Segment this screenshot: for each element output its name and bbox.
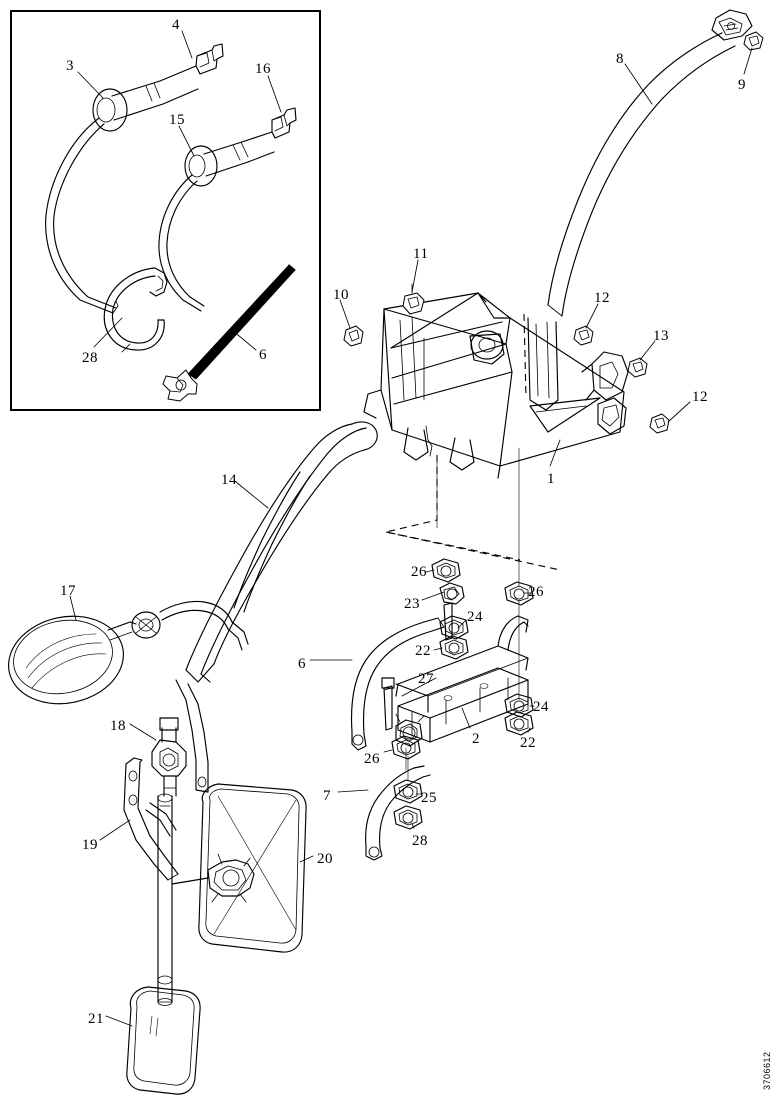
callout-12-upper: 12 [594, 290, 610, 306]
callout-4: 4 [172, 17, 180, 33]
fastener-stack-lower-right [504, 693, 534, 736]
inset-part-15-cable [158, 107, 297, 312]
inset-part-3-cable [45, 43, 224, 314]
part-27-pin [381, 677, 395, 731]
callout-26-c: 26 [364, 751, 380, 767]
inset-panel-border [10, 10, 321, 411]
callout-6-main: 6 [298, 656, 306, 672]
inset-part-6-rod [162, 264, 296, 402]
mast-base-plate [523, 313, 559, 411]
callout-12-lower: 12 [692, 389, 708, 405]
callout-18: 18 [110, 718, 126, 734]
part-2-lower-rail [395, 615, 529, 743]
callout-22-b: 22 [520, 735, 536, 751]
callout-26-b: 26 [528, 584, 544, 600]
callout-24-a: 24 [467, 609, 483, 625]
callout-13: 13 [653, 328, 669, 344]
leader-lines [69, 30, 753, 1027]
part-20-main-mirror [171, 783, 307, 953]
part-11-top-fastener [402, 283, 425, 315]
part-13-right-mount [581, 351, 670, 435]
callout-24-b: 24 [533, 699, 549, 715]
part-19-stay-bracket [123, 757, 179, 881]
part-1-main-bracket [363, 292, 625, 479]
fastener-stack-upper [439, 615, 469, 660]
callout-17: 17 [60, 583, 76, 599]
part-6-center-arm [350, 617, 445, 751]
part-10-left-fastener [343, 325, 364, 347]
inset-part-28-clip [103, 267, 168, 353]
callout-28-inset: 28 [82, 350, 98, 366]
callout-19: 19 [82, 837, 98, 853]
part-14-left-mast-arm [131, 421, 378, 793]
callout-10: 10 [333, 287, 349, 303]
part-18-pivot-joint [151, 717, 187, 797]
mirror-stem [157, 793, 173, 985]
callout-2: 2 [472, 731, 480, 747]
drawing-reference-code: 3706612 [762, 1051, 772, 1090]
mid-joint-boss [395, 713, 425, 747]
callout-7: 7 [323, 788, 331, 804]
part-21-lower-mirror [126, 979, 201, 1095]
callout-16: 16 [255, 61, 271, 77]
callout-22-a: 22 [415, 643, 431, 659]
part-17-convex-mirror [7, 615, 137, 705]
assembly-guides [385, 454, 561, 571]
part-23-bolt [439, 582, 465, 641]
callout-25: 25 [421, 790, 437, 806]
callout-15: 15 [169, 112, 185, 128]
callout-27: 27 [418, 671, 434, 687]
callout-14: 14 [221, 472, 237, 488]
callout-28-main: 28 [412, 833, 428, 849]
callout-1: 1 [547, 471, 555, 487]
part-8-upper-mast-arm [547, 9, 764, 317]
part-12-upper-fastener [573, 325, 594, 346]
callout-23: 23 [404, 596, 420, 612]
callout-8: 8 [616, 51, 624, 67]
callout-9: 9 [738, 77, 746, 93]
callout-26-a: 26 [411, 564, 427, 580]
callout-3: 3 [66, 58, 74, 74]
callout-21: 21 [88, 1011, 104, 1027]
part-7-lower-arm [365, 747, 431, 861]
callout-11: 11 [413, 246, 429, 262]
callout-20: 20 [317, 851, 333, 867]
callout-6-inset: 6 [259, 347, 267, 363]
